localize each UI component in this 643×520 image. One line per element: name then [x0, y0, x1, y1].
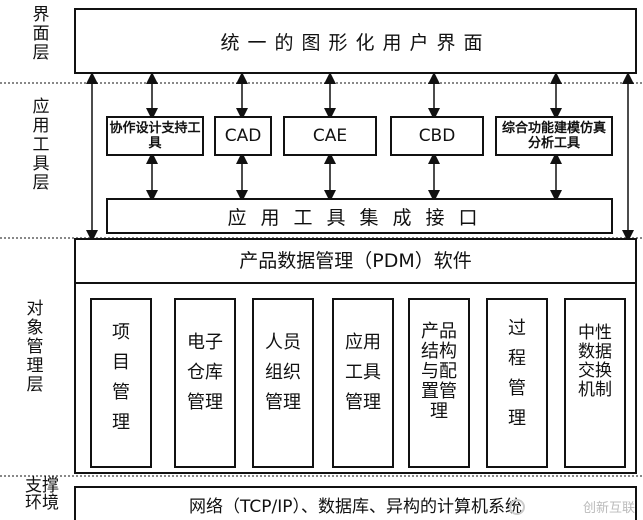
layer-label-support-env: 支撑环境: [25, 476, 59, 513]
integration-interface-box: 应用工具集成接口: [106, 198, 613, 234]
module-process-mgmt: 过程管理: [486, 298, 548, 468]
tool-collab-design: 协作设计支持工具: [106, 116, 204, 156]
tool-cad: CAD: [214, 116, 272, 156]
gui-box: 统一的图形化用户界面: [74, 8, 637, 74]
tool-cbd: CBD: [390, 116, 484, 156]
tool-cae: CAE: [283, 116, 377, 156]
layer-label-ui: 界面层: [32, 5, 50, 63]
layer-label-app-tools: 应用工具层: [32, 97, 50, 193]
module-staff-org-mgmt: 人员组织管理: [252, 298, 314, 468]
pdm-title: 产品数据管理（PDM）软件: [76, 240, 635, 284]
module-neutral-data-exchange: 中性数据交换机制: [564, 298, 626, 468]
module-app-tools-mgmt: 应用工具管理: [332, 298, 394, 468]
watermark-logo-icon: [509, 499, 525, 515]
network-box: 网络（TCP/IP）、数据库、异构的计算机系统: [74, 486, 637, 520]
module-product-structure-mgmt: 产品结构与配置管理: [408, 298, 470, 468]
tool-sim-analysis: 综合功能建模仿真分析工具: [495, 116, 613, 156]
module-e-vault-mgmt: 电子仓库管理: [174, 298, 236, 468]
layer-label-object-mgmt: 对象管理层: [26, 299, 44, 395]
watermark: 创新互联: [582, 501, 635, 516]
module-project-mgmt: 项目管理: [90, 298, 152, 468]
